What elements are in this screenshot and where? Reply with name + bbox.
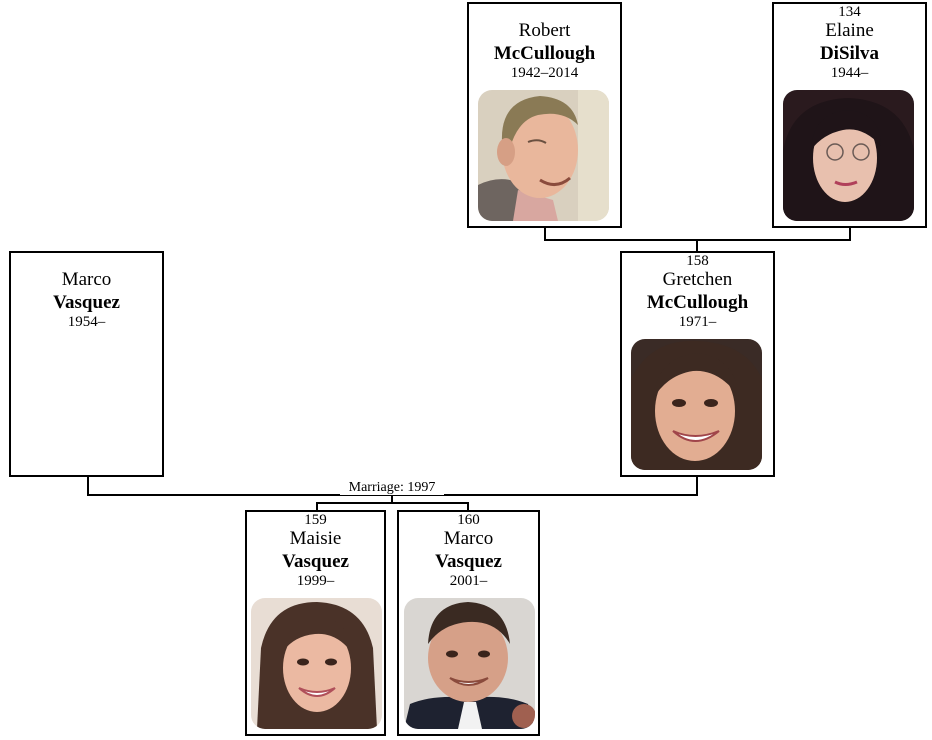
person-number: 134 — [838, 4, 861, 20]
person-number: 158 — [686, 253, 709, 269]
family-name: Vasquez — [282, 551, 349, 572]
life-years: 1942–2014 — [510, 65, 579, 81]
family-name: DiSilva — [819, 43, 880, 64]
connector-elaine-down — [849, 227, 851, 240]
life-years: 2001– — [449, 573, 488, 589]
portrait-photo-woman — [783, 90, 914, 221]
person-card-marco-vasquez-sr[interactable]: Marco Vasquez 1954– — [9, 251, 164, 477]
person-card-elaine-disilva[interactable]: 134 Elaine DiSilva 1944– — [772, 2, 927, 228]
marriage-label: Marriage: 1997 — [340, 481, 444, 495]
family-name: Vasquez — [435, 551, 502, 572]
person-number: 160 — [457, 512, 480, 528]
connector-children-horizontal — [316, 502, 469, 504]
connector-maisie-up — [316, 502, 318, 512]
connector-gretchen-down — [696, 475, 698, 496]
connector-marco-jr-up — [467, 502, 469, 512]
life-years: 1999– — [296, 573, 335, 589]
person-card-maisie-vasquez[interactable]: 159 Maisie Vasquez 1999– — [245, 510, 386, 736]
connector-robert-down — [544, 227, 546, 240]
given-name: Gretchen — [662, 269, 733, 290]
connector-children-stem — [391, 494, 393, 503]
portrait-photo-girl — [251, 598, 382, 729]
person-number — [469, 4, 620, 20]
person-card-marco-vasquez-jr[interactable]: 160 Marco Vasquez 2001– — [397, 510, 540, 736]
portrait-photo-boy — [404, 598, 535, 729]
person-card-gretchen-mccullough[interactable]: 158 Gretchen McCullough 1971– — [620, 251, 775, 477]
person-card-robert-mccullough[interactable]: Robert McCullough 1942–2014 — [467, 2, 622, 228]
life-years: 1944– — [830, 65, 869, 81]
given-name: Robert — [518, 20, 571, 41]
family-name: McCullough — [646, 292, 749, 313]
person-number — [11, 253, 162, 269]
life-years: 1954– — [67, 314, 106, 330]
given-name: Marco — [61, 269, 112, 290]
given-name: Marco — [443, 528, 494, 549]
connector-gretchen-up — [696, 239, 698, 252]
given-name: Maisie — [289, 528, 342, 549]
portrait-photo-man — [478, 90, 609, 221]
family-name: Vasquez — [53, 292, 120, 313]
person-number: 159 — [304, 512, 327, 528]
family-name: McCullough — [493, 43, 596, 64]
connector-marco-down — [87, 475, 89, 496]
portrait-photo-woman — [631, 339, 762, 470]
life-years: 1971– — [678, 314, 717, 330]
given-name: Elaine — [825, 20, 874, 41]
